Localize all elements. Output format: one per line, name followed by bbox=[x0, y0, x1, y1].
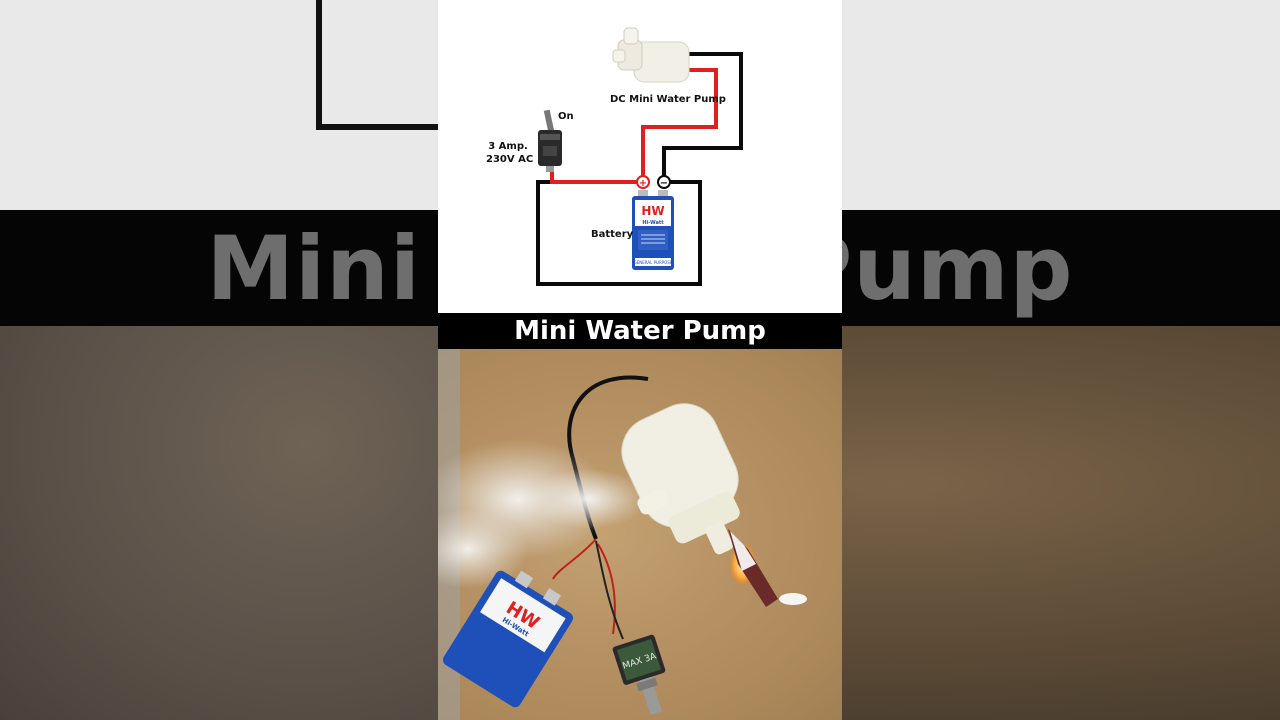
project-photo: HW Hi-Watt MAX 3A bbox=[438, 349, 842, 720]
switch-state-label: On bbox=[558, 111, 574, 122]
pump-photo-icon bbox=[621, 403, 740, 555]
positive-wire-switch bbox=[550, 170, 643, 184]
red-wire bbox=[552, 538, 597, 580]
negative-wire bbox=[662, 52, 743, 182]
positive-wire bbox=[641, 68, 718, 182]
circuit-diagram-svg: + − HW Hi-Watt GENERAL PURPOSE bbox=[536, 27, 743, 286]
negative-terminal-icon bbox=[657, 175, 671, 189]
negative-wire-return bbox=[536, 180, 702, 286]
pump-icon bbox=[612, 27, 690, 83]
pump-label: DC Mini Water Pump bbox=[610, 94, 726, 105]
background-photo-blur-left bbox=[0, 326, 438, 720]
switch-photo-icon: MAX 3A bbox=[612, 634, 666, 715]
black-wire bbox=[595, 540, 624, 640]
battery-icon: HW Hi-Watt GENERAL PURPOSE bbox=[632, 190, 674, 270]
positive-terminal-icon bbox=[636, 175, 650, 189]
video-frame: + − HW Hi-Watt GENERAL PURPOSE DC Mini W… bbox=[438, 0, 842, 720]
positive-symbol: + bbox=[639, 178, 647, 189]
switch-rating-line2: 230V AC bbox=[486, 154, 534, 165]
background-wire bbox=[316, 124, 438, 130]
foam bbox=[779, 593, 807, 605]
battery-footer: GENERAL PURPOSE bbox=[634, 260, 673, 265]
toggle-switch-icon bbox=[538, 109, 562, 172]
negative-symbol: − bbox=[660, 178, 668, 189]
page-title: Mini Water Pump bbox=[514, 316, 766, 346]
red-wire bbox=[597, 543, 616, 635]
project-photo-svg: HW Hi-Watt MAX 3A bbox=[438, 349, 842, 720]
smoke-cloud bbox=[528, 469, 648, 529]
smoke-cloud bbox=[438, 509, 528, 589]
switch-rating-label: 3 Amp. 230V AC bbox=[486, 140, 534, 166]
battery-brand-sub: Hi-Watt bbox=[642, 220, 664, 226]
switch-rating-line1: 3 Amp. bbox=[488, 141, 528, 152]
title-banner: Mini Water Pump bbox=[438, 313, 842, 349]
battery-label: Battery bbox=[591, 229, 634, 240]
battery-photo-icon: HW Hi-Watt bbox=[442, 570, 574, 708]
circuit-diagram: + − HW Hi-Watt GENERAL PURPOSE DC Mini W… bbox=[438, 0, 842, 313]
background-wire bbox=[316, 0, 322, 130]
battery-brand-logo: HW bbox=[641, 204, 664, 218]
